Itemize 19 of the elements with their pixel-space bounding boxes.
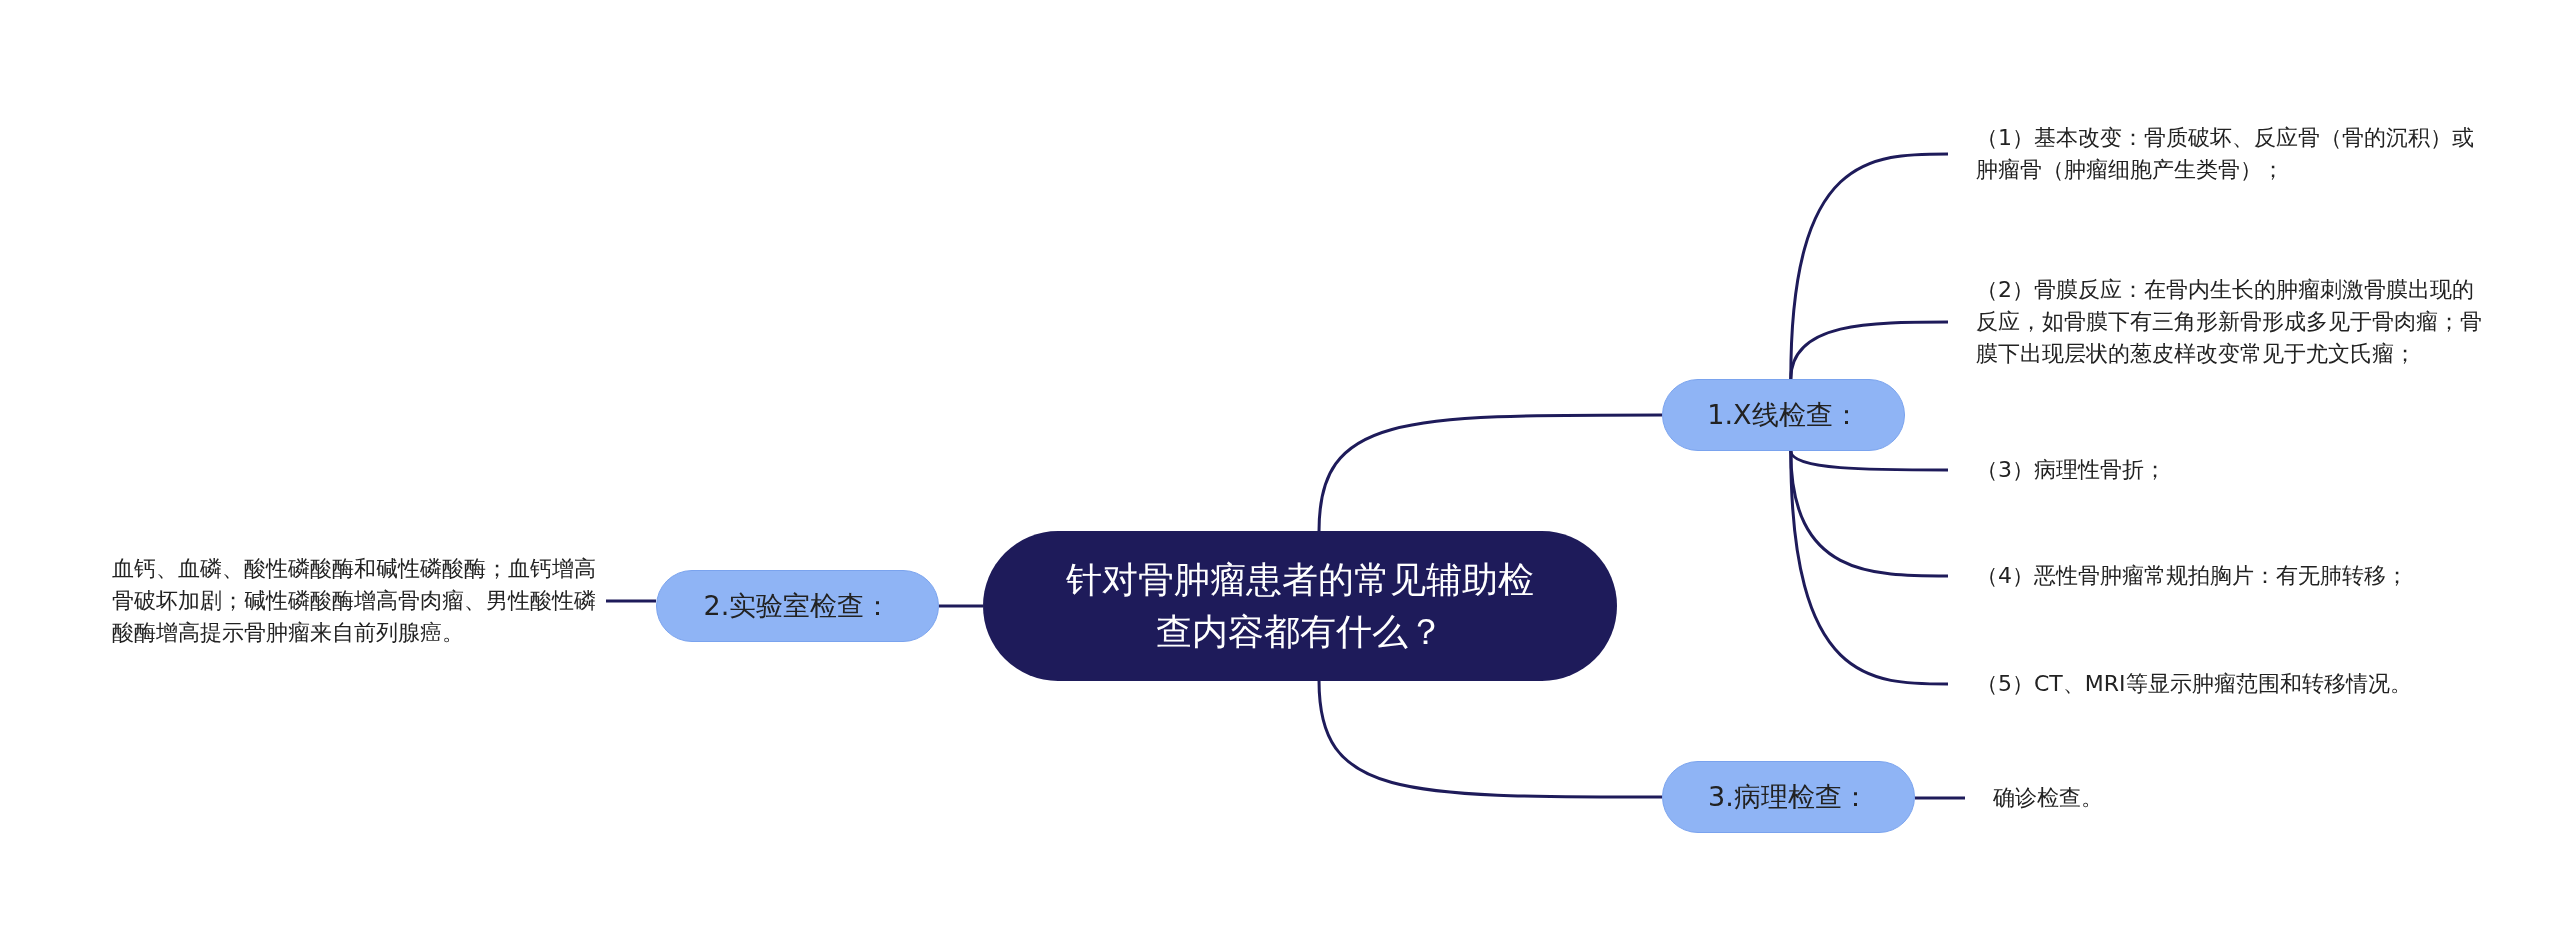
connector-line xyxy=(1317,413,1662,532)
detail-text: （2）骨膜反应：在骨内生长的肿瘤刺激骨膜出现的反应，如骨膜下有三角形新骨形成多见于骨肉瘤；骨膜下出现层状的葱皮样改变常见于尤文氏瘤； xyxy=(1948,262,2488,382)
detail-text: （4）恶性骨肿瘤常规拍胸片：有无肺转移； xyxy=(1948,558,2488,594)
branch-topic: 1.X线检查： xyxy=(1662,379,1905,451)
branch-topic: 3.病理检查： xyxy=(1662,761,1915,833)
connector-line xyxy=(1317,680,1662,799)
detail-text: （1）基本改变：骨质破坏、反应骨（骨的沉积）或肿瘤骨（肿瘤细胞产生类骨）； xyxy=(1948,122,2488,186)
connector-line xyxy=(1915,796,1965,800)
connector-line xyxy=(1789,450,1948,686)
connector-line xyxy=(606,599,656,603)
connector-line xyxy=(1789,450,1948,472)
detail-text: （3）病理性骨折； xyxy=(1948,452,2488,488)
detail-text: 确诊检查。 xyxy=(1965,780,2165,816)
detail-text: （5）CT、MRI等显示肿瘤范围和转移情况。 xyxy=(1948,666,2488,702)
central-topic: 针对骨肿瘤患者的常见辅助检查内容都有什么？ xyxy=(983,531,1617,681)
detail-text: 血钙、血磷、酸性磷酸酶和碱性磷酸酶；血钙增高骨破坏加剧；碱性磷酸酶增高骨肉瘤、男性酸性磷酸酶增高提示骨肿瘤来自前列腺癌。 xyxy=(112,533,606,669)
connector-line xyxy=(1789,320,1948,380)
connector-line xyxy=(939,604,983,608)
branch-topic: 2.实验室检查： xyxy=(656,570,939,642)
